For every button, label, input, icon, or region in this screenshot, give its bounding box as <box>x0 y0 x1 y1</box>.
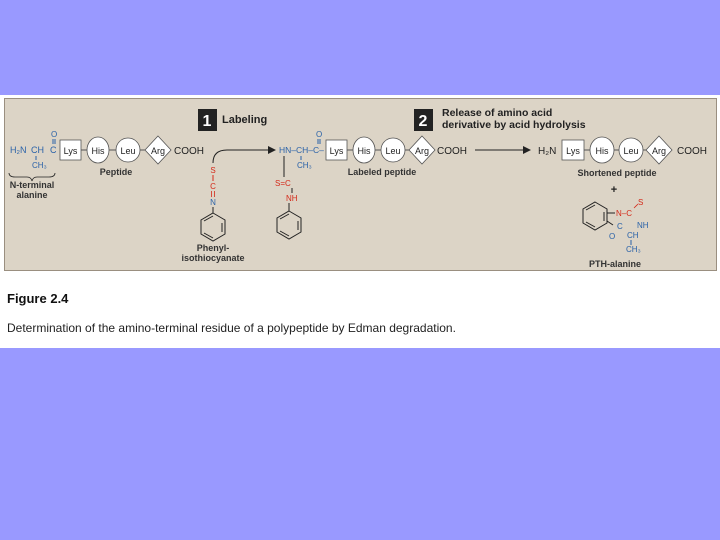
labeled-peptide-label: Labeled peptide <box>348 167 417 177</box>
labeled-backbone: HN–CH–C– <box>279 145 324 155</box>
figure-title: Figure 2.4 <box>7 291 69 306</box>
peptide-cooh: COOH <box>174 146 204 157</box>
labeled-residue-lys-label: Lys <box>330 146 344 156</box>
peptide-h2n: H₂N <box>10 145 27 155</box>
labeled-cooh: COOH <box>437 146 467 157</box>
pth-s: S <box>638 198 643 207</box>
pth-nc: N–C <box>616 209 632 218</box>
labeled-nh: NH <box>286 194 298 203</box>
labeled-ch3: CH₃ <box>297 161 312 170</box>
step2-badge <box>414 109 433 131</box>
peptide-c: C <box>50 145 57 155</box>
peptide-ch: CH <box>31 145 44 155</box>
peptide-residue-arg-label: Arg <box>151 146 165 156</box>
edman-diagram: 1 Labeling 2 Release of amino acid deriv… <box>8 107 707 269</box>
reagent-c: C <box>210 182 216 191</box>
pth-benzene-ring <box>582 201 608 231</box>
step1-number: 1 <box>203 113 212 130</box>
nterm-brace <box>8 172 56 182</box>
reagent-n: N <box>210 198 216 207</box>
reagent-name-line1: Phenyl- <box>197 243 230 253</box>
shortened-residue-arg-label: Arg <box>652 146 666 156</box>
peptide-residue-leu-label: Leu <box>120 146 135 156</box>
nterm-label-line2: alanine <box>16 190 47 200</box>
reagent-benzene-ring <box>200 212 226 242</box>
shortened-h2n: H₂N <box>538 146 556 157</box>
pth-ch3: CH₃ <box>626 245 641 254</box>
step1-label: Labeling <box>222 114 267 126</box>
labeled-carbonyl-o: O <box>316 130 322 139</box>
labeled-residue-his-label: His <box>358 146 371 156</box>
step1-badge <box>198 109 217 131</box>
step2-number: 2 <box>419 113 428 130</box>
shortened-residue-arg <box>645 135 673 165</box>
reagent-s: S <box>210 166 215 175</box>
reagent-name-line2: isothiocyanate <box>181 253 244 263</box>
peptide-residue-lys-label: Lys <box>64 146 78 156</box>
shortened-peptide-label: Shortened peptide <box>577 168 656 178</box>
peptide-carbonyl-o: O <box>51 130 57 139</box>
labeled-sc: S=C <box>275 179 291 188</box>
pth-o: O <box>609 232 615 241</box>
pth-c: C <box>617 222 623 231</box>
peptide-label: Peptide <box>100 167 133 177</box>
shortened-residue-leu-label: Leu <box>623 146 638 156</box>
labeled-residue-arg-label: Arg <box>415 146 429 156</box>
figure-caption: Determination of the amino-terminal resi… <box>7 321 456 335</box>
step2-label-line1: Release of amino acid <box>442 107 552 119</box>
shortened-residue-his-label: His <box>596 146 609 156</box>
shortened-residue-lys-label: Lys <box>566 146 580 156</box>
diagram-panel: 1 Labeling 2 Release of amino acid deriv… <box>4 98 717 271</box>
pth-ch: CH <box>627 231 639 240</box>
plus-sign: + <box>611 184 617 196</box>
step1-arrow <box>212 146 276 164</box>
peptide-residue-his-label: His <box>92 146 105 156</box>
figure-card: 1 Labeling 2 Release of amino acid deriv… <box>0 95 720 348</box>
step2-label-line2: derivative by acid hydrolysis <box>442 119 586 131</box>
labeled-residue-leu-label: Leu <box>385 146 400 156</box>
labeled-benzene-ring <box>276 210 302 240</box>
peptide-ch3: CH₃ <box>32 161 47 170</box>
peptide-residue-arg <box>144 135 172 165</box>
nterm-label-line1: N-terminal <box>10 180 55 190</box>
labeled-residue-arg <box>408 135 436 165</box>
shortened-cooh: COOH <box>677 146 707 157</box>
pth-nh: NH <box>637 221 649 230</box>
pth-alanine-label: PTH-alanine <box>589 259 641 269</box>
